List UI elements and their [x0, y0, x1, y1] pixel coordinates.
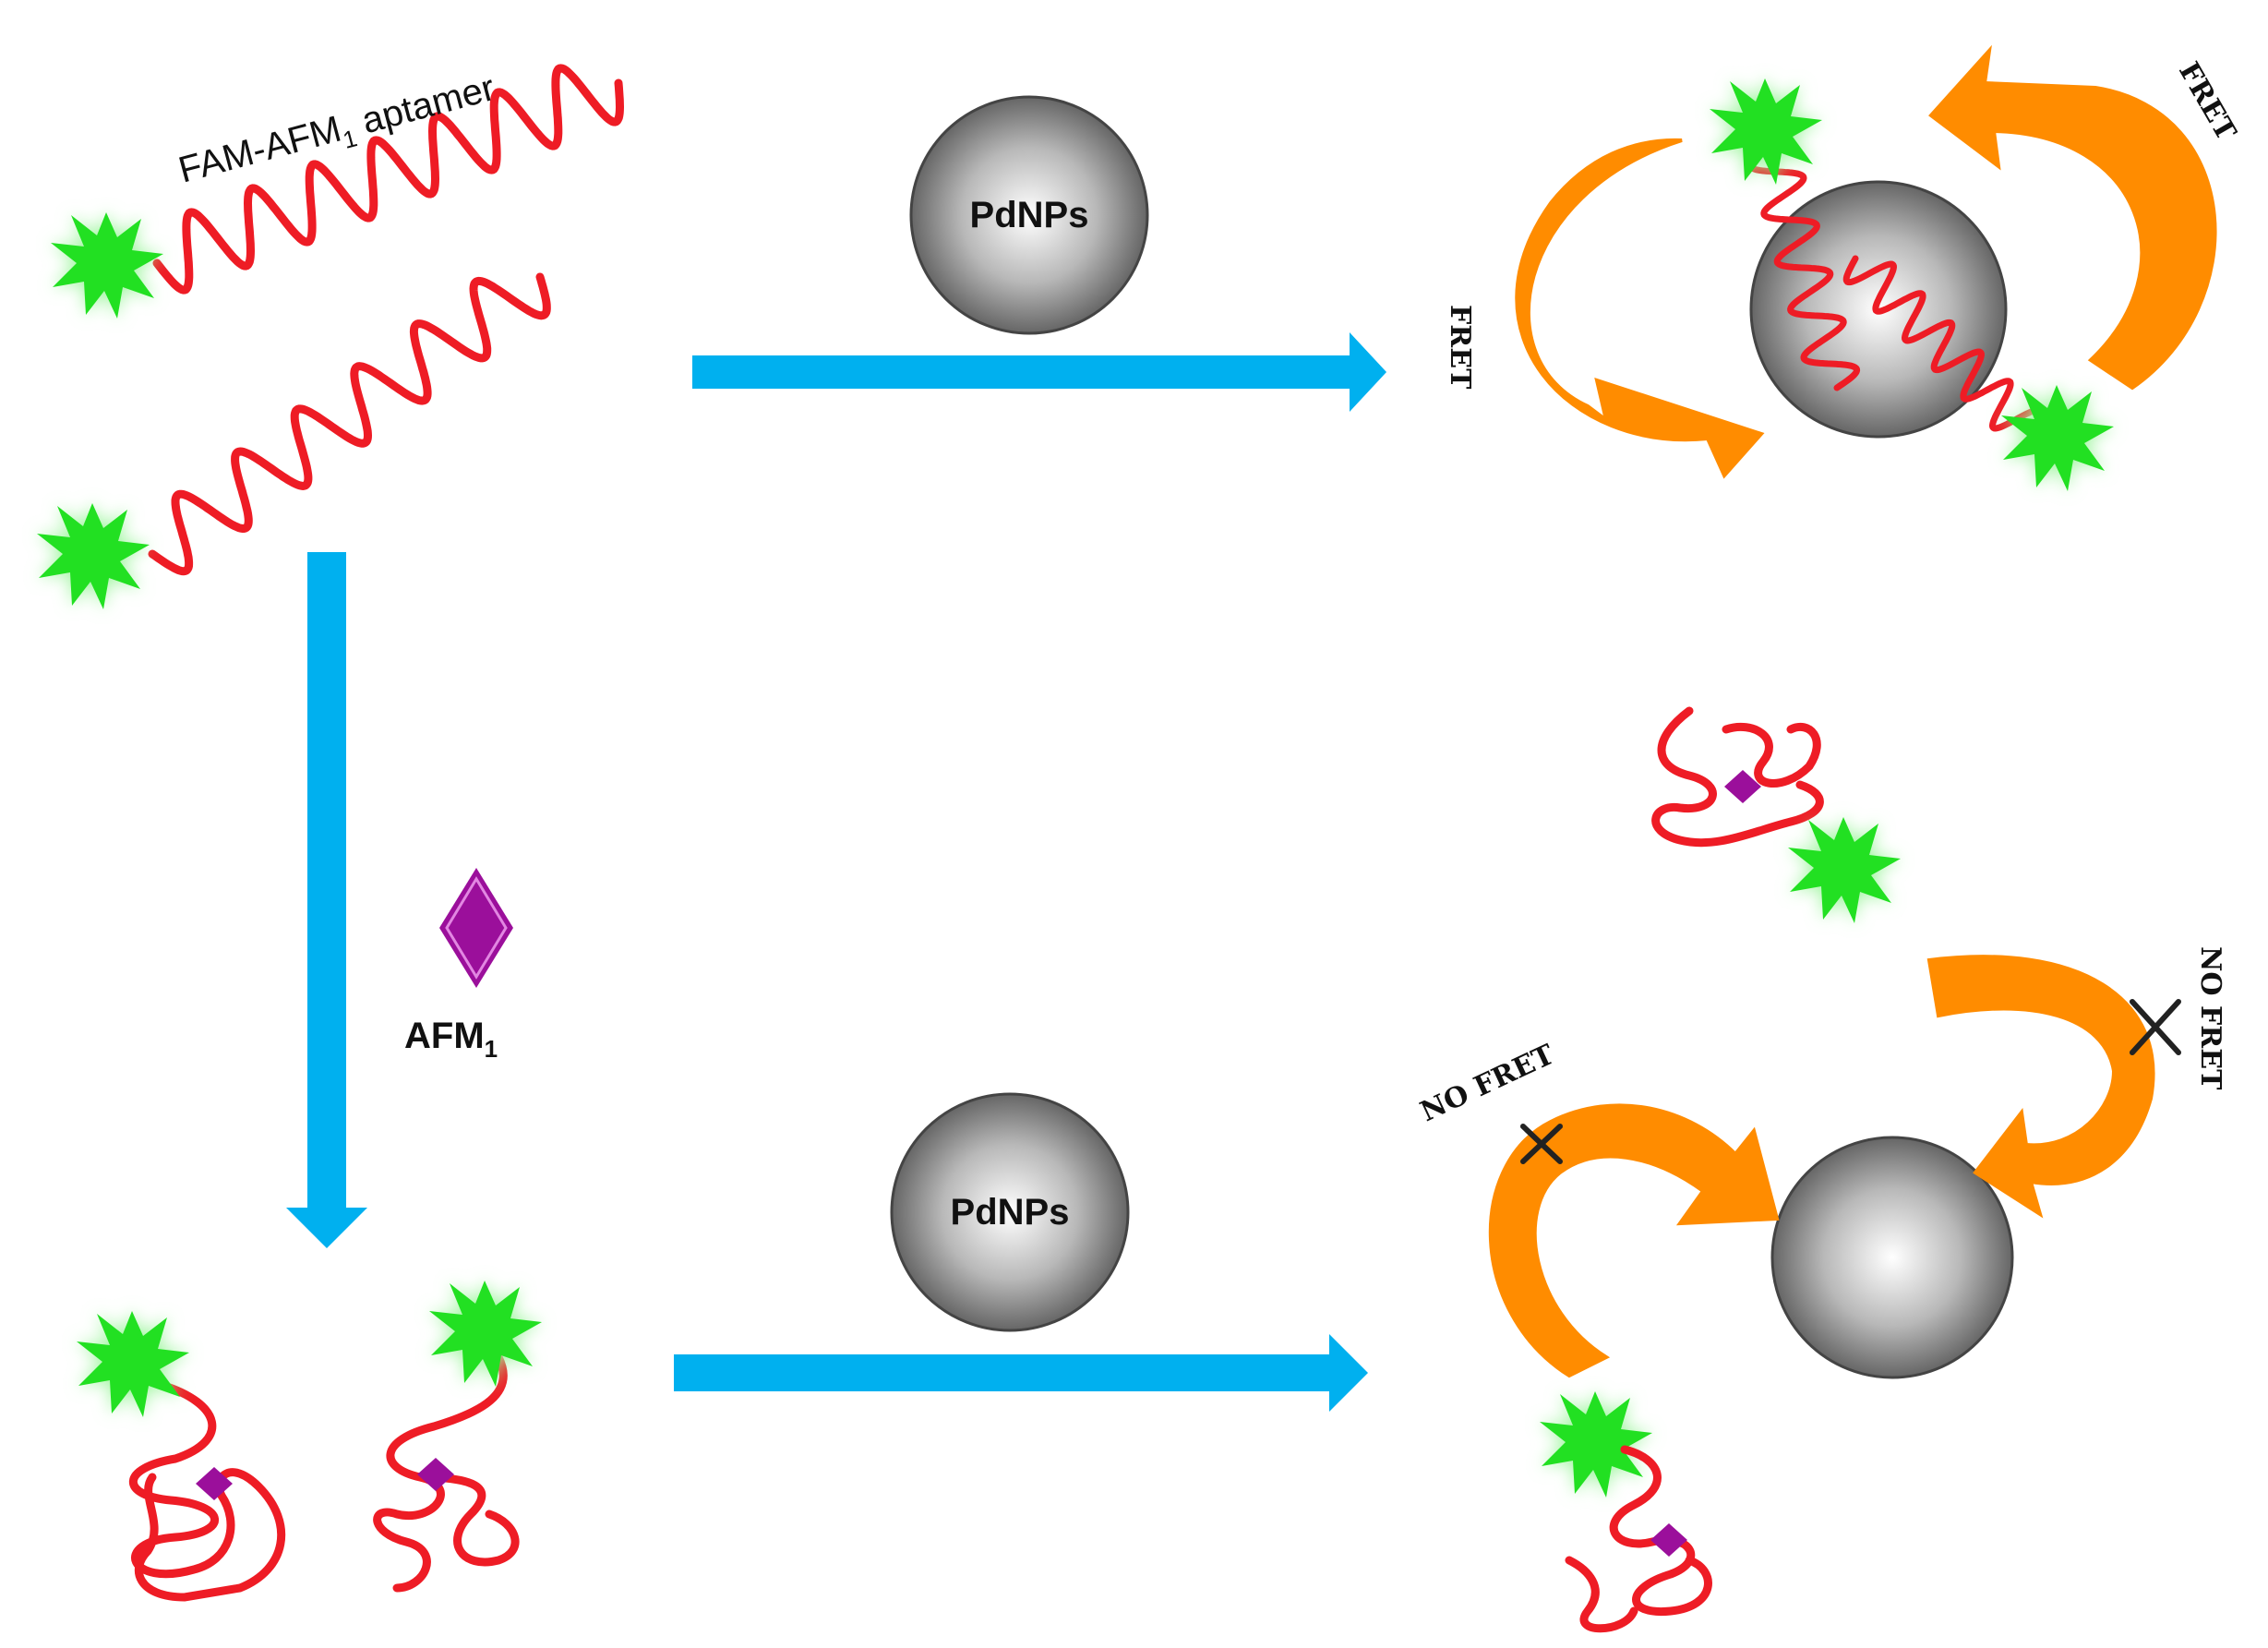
fam-complex-1 — [77, 1311, 189, 1417]
arrow-top-right — [692, 332, 1386, 412]
afm1-molecule — [439, 868, 513, 988]
fret-label-left: FRET — [1444, 305, 1476, 390]
folded-aptamer-3 — [1651, 706, 1824, 848]
nofret-label-left: NO FRET — [1416, 1039, 1560, 1129]
pdnps-sphere-nofret — [1770, 1136, 2014, 1379]
fam-fluorophore-2 — [37, 503, 150, 609]
fam-bound-2 — [2001, 385, 2114, 491]
pdnps-label-top: PdNPs — [970, 195, 1089, 235]
nofret-cross-right — [2130, 999, 2181, 1055]
afm1-bound-4 — [1650, 1523, 1687, 1557]
nofret-label-right: NO FRET — [2194, 946, 2226, 1090]
aptamer-strand-2 — [148, 272, 551, 576]
pdnps-label-bottom: PdNPs — [951, 1192, 1070, 1233]
pdnps-sphere-top — [909, 95, 1149, 335]
bound-aptamer-1 — [1746, 144, 1861, 391]
afm1-label: AFM1 — [404, 1016, 498, 1063]
fam-complex-2 — [429, 1281, 542, 1387]
fam-complex-3 — [1788, 817, 1901, 923]
arrow-down — [286, 552, 367, 1248]
folded-aptamer-4 — [1565, 1445, 1712, 1633]
pdnps-sphere-bottom — [890, 1092, 1130, 1332]
fam-fluorophore-1 — [51, 212, 163, 319]
afm1-bound-2 — [417, 1458, 454, 1491]
bound-aptamer-2 — [1842, 255, 2044, 438]
folded-aptamer-2 — [373, 1353, 520, 1593]
fam-complex-4 — [1540, 1391, 1652, 1498]
fret-arrow-right — [1928, 44, 2217, 391]
fret-arrow-left — [1515, 138, 1765, 479]
nofret-arrow-right — [1926, 955, 2155, 1219]
arrow-bottom-right — [674, 1334, 1368, 1412]
nofret-cross-left — [1520, 1124, 1563, 1164]
nofret-arrow-left — [1488, 1103, 1780, 1378]
aptamer-strand-1 — [152, 64, 625, 295]
folded-aptamer-1 — [128, 1380, 286, 1602]
